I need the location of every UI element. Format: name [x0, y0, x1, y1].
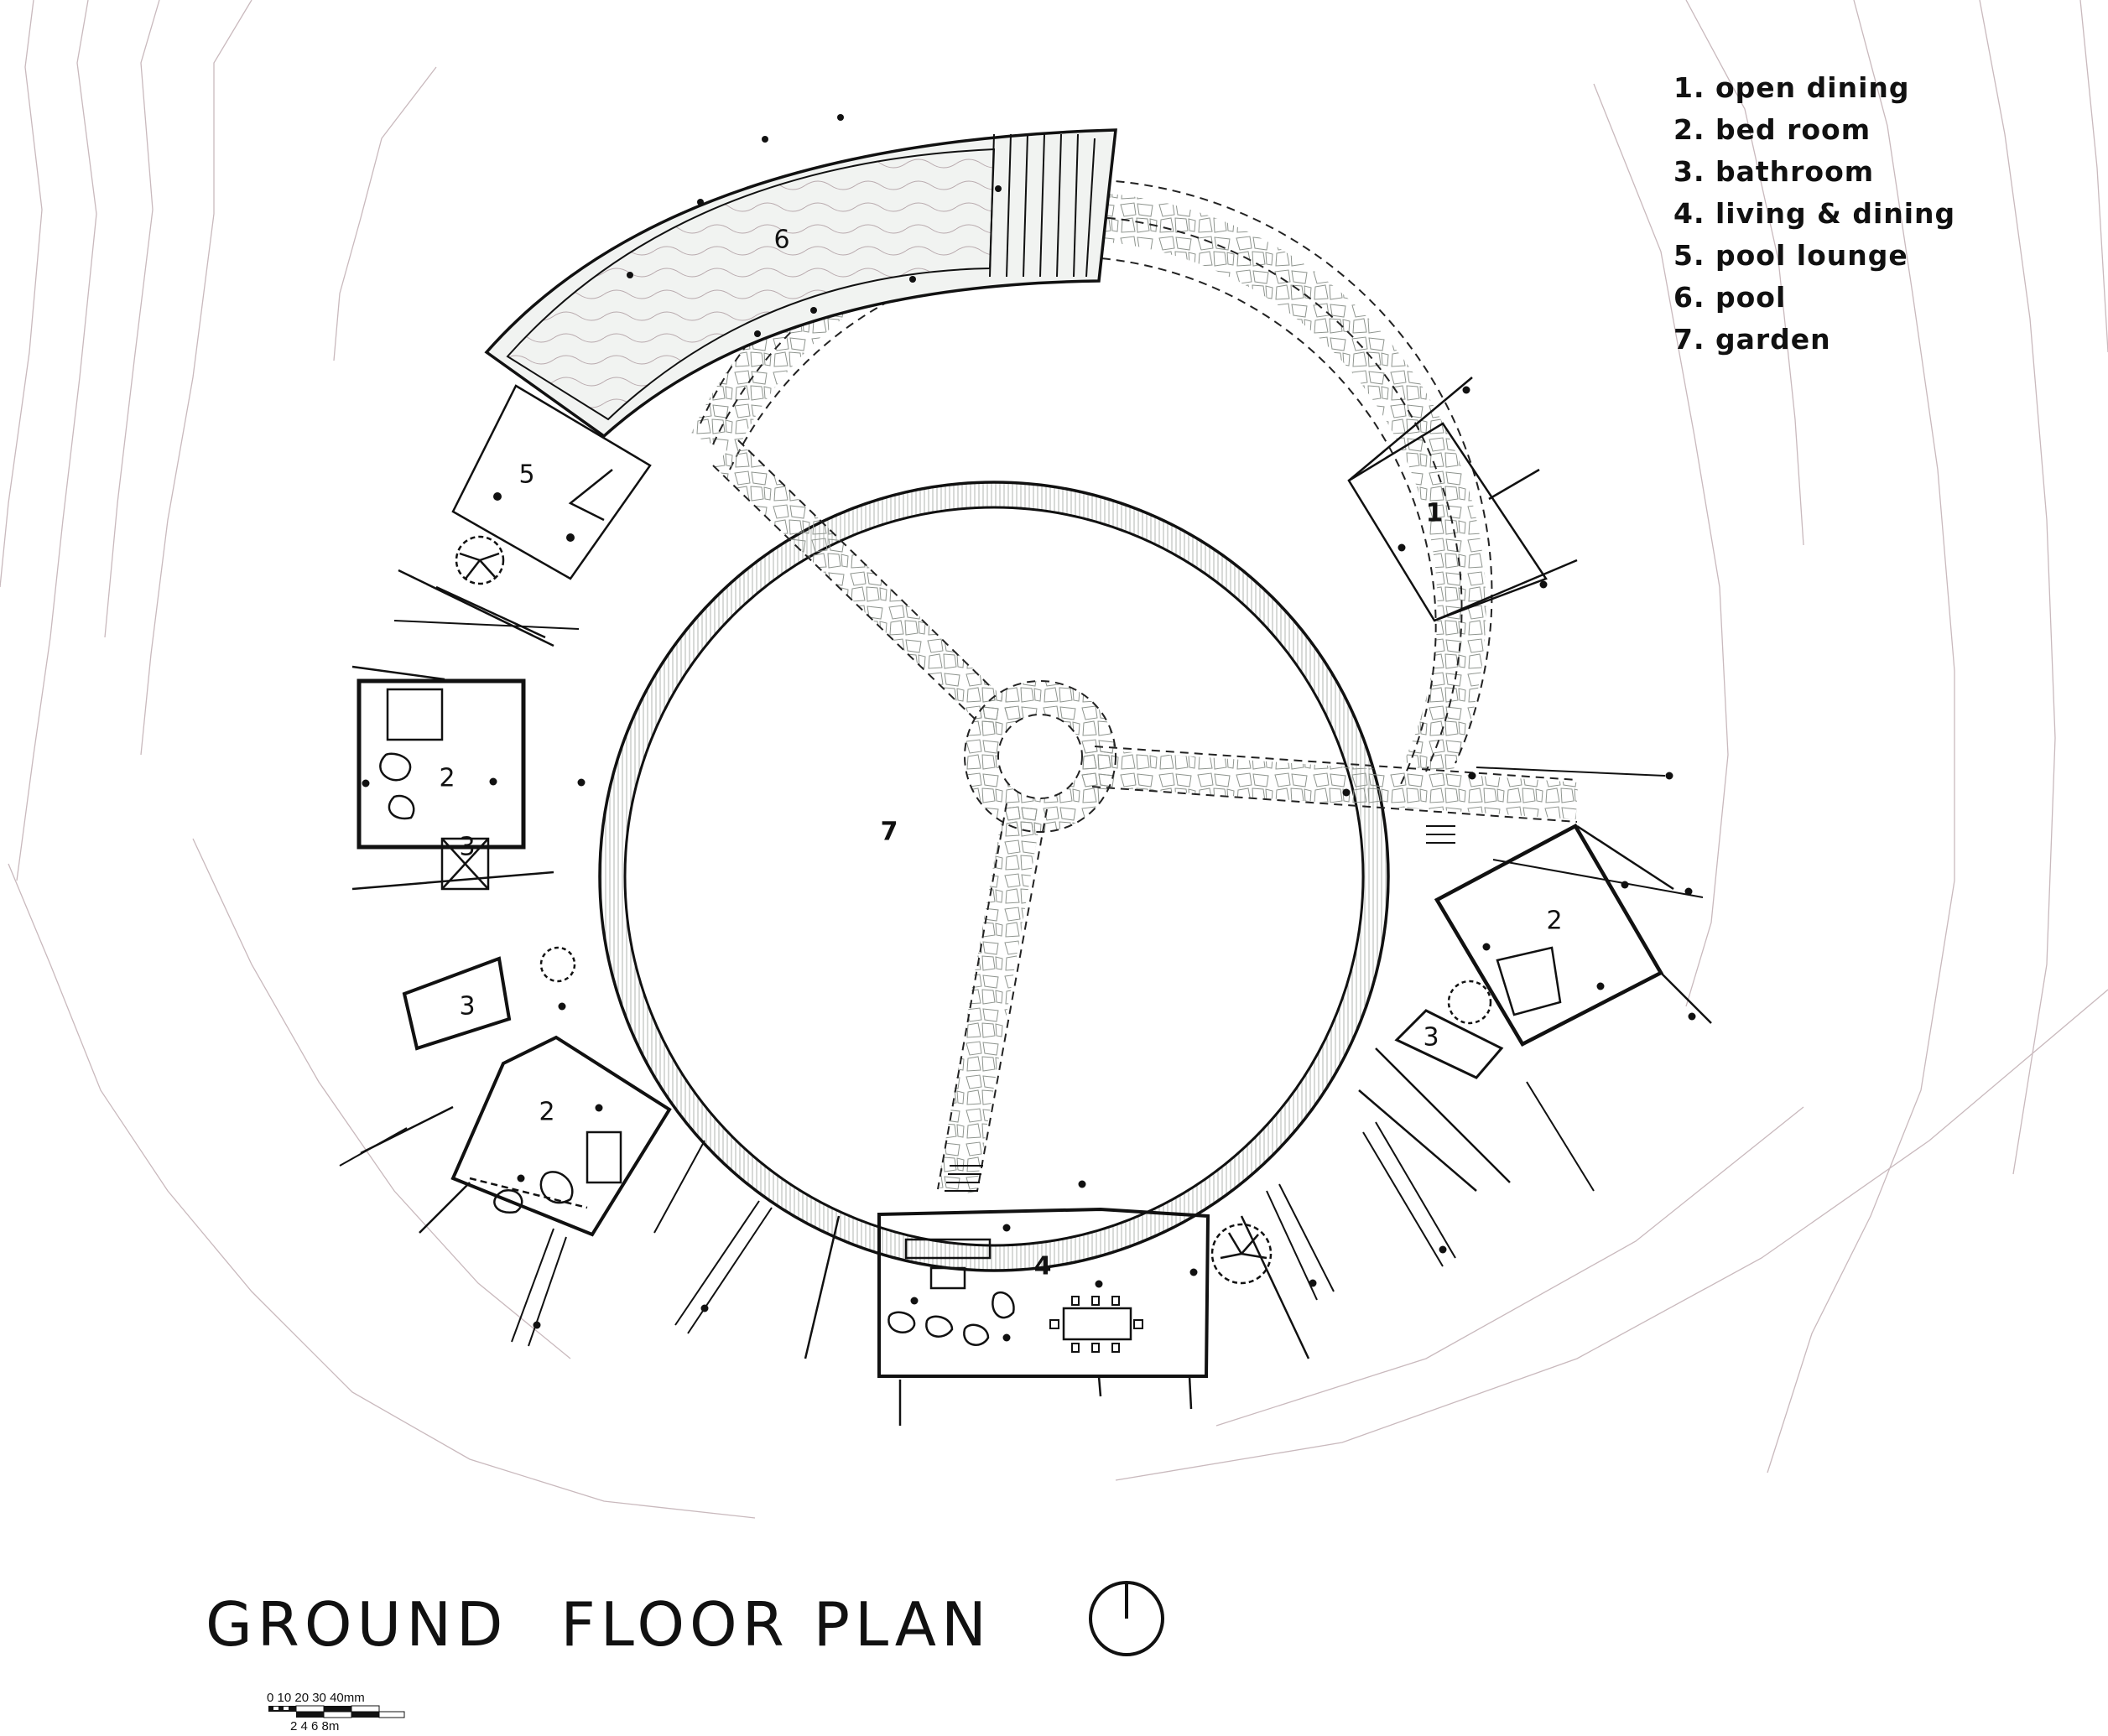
contour-lines — [0, 0, 2108, 1519]
room-label-bedroom-left-upper: 2 — [439, 763, 455, 793]
scale-bar-graphic — [268, 1705, 405, 1718]
scale-bar-mm-labels: 0 10 20 30 40mm — [267, 1691, 365, 1705]
legend-item: 6. pool — [1673, 281, 1787, 314]
stone-radial-paths — [712, 439, 1579, 1194]
room-label-pool-lounge: 5 — [518, 460, 535, 490]
room-label-pool: 6 — [773, 225, 790, 255]
room-label-bathroom-left-lower: 3 — [459, 991, 476, 1021]
north-arrow-icon — [1089, 1581, 1164, 1656]
room-label-bathroom-left-upper: 3 — [459, 832, 476, 862]
room-label-living-dining: 4 — [1033, 1251, 1052, 1281]
bedroom-left-lower — [360, 946, 672, 1237]
room-label-bedroom-left-lower: 2 — [539, 1097, 555, 1127]
scale-bar-m-labels: 2 4 6 8m — [290, 1719, 340, 1733]
legend-item: 7. garden — [1673, 323, 1831, 356]
radial-beams — [339, 620, 1704, 1347]
scale-bar: 0 10 20 30 40mm 2 4 6 8m — [267, 1691, 435, 1736]
legend-item: 5. pool lounge — [1673, 239, 1908, 272]
pool-lounge — [398, 384, 652, 647]
room-label-bedroom-right: 2 — [1546, 906, 1563, 936]
bedroom-right — [1358, 823, 1712, 1192]
room-label-open-dining: 1 — [1425, 498, 1444, 528]
room-label-bathroom-right: 3 — [1423, 1022, 1439, 1053]
legend-item: 2. bed room — [1673, 113, 1871, 146]
room-legend: 1. open dining 2. bed room 3. bathroom 4… — [1673, 67, 1955, 361]
drawing-title: GROUND FLOOR PLAN — [206, 1589, 992, 1660]
room-label-garden: 7 — [880, 817, 898, 847]
living-dining — [804, 1207, 1310, 1426]
legend-item: 4. living & dining — [1673, 197, 1956, 230]
open-dining — [1347, 377, 1578, 622]
title-word-ground: GROUND — [206, 1589, 508, 1660]
bedroom-left-upper — [351, 665, 554, 891]
legend-item: 3. bathroom — [1673, 155, 1875, 188]
pool — [484, 114, 1117, 439]
title-words-floor-plan: FLOOR PLAN — [560, 1589, 992, 1660]
legend-item: 1. open dining — [1673, 71, 1910, 104]
